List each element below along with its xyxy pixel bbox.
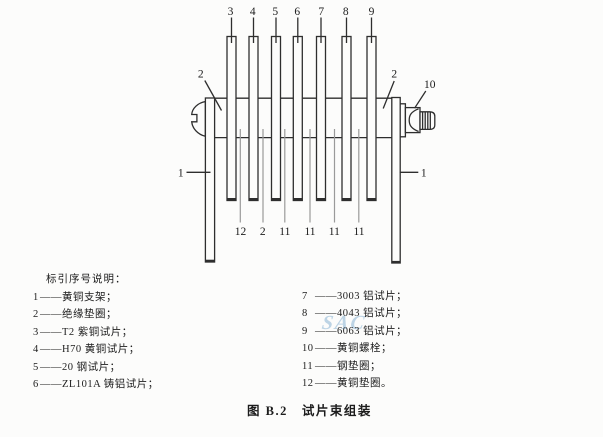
legend-item-4: 4——H70 黄铜试片； <box>33 341 159 358</box>
callout-label-10: 10 <box>424 79 436 91</box>
right-support <box>391 96 401 264</box>
test-strip-6 <box>292 35 303 202</box>
legend-item-number: 2 <box>33 309 39 321</box>
legend-item-number: 8 <box>302 308 308 320</box>
legend-item-label: 3003 铝试片； <box>337 291 408 302</box>
callout-label-9: 9 <box>369 6 375 18</box>
callout-label-8: 8 <box>343 6 349 18</box>
legend-item-label: 钢垫圈； <box>337 360 381 372</box>
legend-item-5: 5——20 钢试片； <box>33 359 159 376</box>
legend-item-number: 12 <box>302 377 314 389</box>
legend-item-number: 11 <box>302 360 314 372</box>
callout-label-11c: 11 <box>329 226 340 238</box>
callout-label-2b: 2 <box>260 226 266 238</box>
callout-label-4: 4 <box>250 6 256 18</box>
callout-label-1-right: 1 <box>421 167 427 179</box>
legend-item-9: 9 ——6063 铝试片； <box>302 323 407 340</box>
legend-item-10: 10——黄铜螺栓； <box>302 340 407 357</box>
legend-item-dash: —— <box>315 291 337 302</box>
test-strip-3 <box>226 35 237 202</box>
legend-item-7: 7 ——3003 铝试片； <box>302 288 407 305</box>
legend-item-6: 6——ZL101A 铸铝试片； <box>33 376 159 393</box>
test-strip-4 <box>248 35 259 202</box>
callout-label-11a: 11 <box>279 226 290 238</box>
legend-item-label: 6063 铝试片； <box>337 325 408 337</box>
callout-label-11d: 11 <box>353 226 364 238</box>
legend-heading: 标引序号说明： <box>46 274 127 285</box>
legend-item-dash: —— <box>315 325 337 337</box>
callout-label-7: 7 <box>318 6 324 18</box>
legend-item-dash: —— <box>315 343 337 355</box>
callout-label-2-left: 2 <box>198 69 204 81</box>
legend-item-number: 1 <box>33 292 39 303</box>
leader-line-left-washer <box>204 80 223 111</box>
test-strip-8 <box>341 35 352 202</box>
legend-item-dash: —— <box>40 361 62 373</box>
legend-item-number: 6 <box>33 378 39 390</box>
legend-item-number: 5 <box>33 361 39 373</box>
bolt-head <box>190 100 207 138</box>
legend-item-8: 8 ——4043 铝试片； <box>302 305 407 322</box>
legend-item-label: H70 黄铜试片； <box>62 344 140 356</box>
legend-item-1: 1——黄铜支架； <box>33 289 159 306</box>
legend-item-11: 11——钢垫圈； <box>302 358 407 375</box>
legend-item-12: 12——黄铜垫圈。 <box>302 375 407 392</box>
legend-item-dash: —— <box>315 377 337 389</box>
legend-item-label: ZL101A 铸铝试片； <box>62 378 159 390</box>
legend-item-label: T2 紫铜试片； <box>62 326 133 338</box>
figure-caption: 图 B.2 试片束组装 <box>247 404 372 418</box>
leader-line-bolt <box>414 90 427 109</box>
legend-item-dash: —— <box>315 360 337 372</box>
legend-item-number: 3 <box>33 326 39 338</box>
legend-item-number: 7 <box>302 291 308 302</box>
callout-label-5: 5 <box>272 6 278 18</box>
test-strip-9 <box>366 35 377 202</box>
callout-label-11b: 11 <box>304 226 315 238</box>
callout-label-1-left: 1 <box>178 167 184 179</box>
legend-item-number: 10 <box>302 343 314 355</box>
legend-item-dash: —— <box>40 378 62 390</box>
legend-item-dash: —— <box>40 344 62 356</box>
legend-item-number: 9 <box>302 325 308 337</box>
legend-item-dash: —— <box>40 326 62 338</box>
leader-line-right-washer <box>382 80 395 109</box>
legend-column-left: 1——黄铜支架； 2——绝缘垫圈； 3——T2 紫铜试片； 4——H70 黄铜试… <box>33 289 159 393</box>
legend-item-label: 黄铜垫圈。 <box>337 377 392 389</box>
legend-item-dash: —— <box>40 292 62 303</box>
callout-label-12: 12 <box>235 226 247 238</box>
legend-item-label: 黄铜螺栓； <box>337 343 392 355</box>
legend-item-dash: —— <box>315 308 337 320</box>
callout-label-2-right: 2 <box>391 69 397 81</box>
legend-item-label: 黄铜支架； <box>62 292 117 303</box>
legend-item-number: 4 <box>33 344 39 356</box>
nut-chamfer-line <box>408 108 419 133</box>
legend-item-3: 3——T2 紫铜试片； <box>33 324 159 341</box>
test-strip-7 <box>315 35 327 202</box>
legend-item-label: 20 钢试片； <box>62 361 121 373</box>
legend-item-label: 4043 铝试片； <box>337 308 408 320</box>
assembly-diagram: 3 4 5 6 7 8 9 12 2 11 11 11 11 2 2 10 1 … <box>178 6 436 264</box>
test-strip-5 <box>270 35 282 202</box>
legend-column-right: 7——3003 铝试片； 8——4043 铝试片； 9——6063 铝试片； 1… <box>302 288 407 392</box>
callout-label-6: 6 <box>294 6 300 18</box>
callout-label-3: 3 <box>228 6 234 18</box>
legend-item-dash: —— <box>40 309 62 321</box>
legend-item-label: 绝缘垫圈； <box>62 309 117 321</box>
left-support <box>204 97 216 263</box>
legend-item-2: 2——绝缘垫圈； <box>33 306 159 323</box>
